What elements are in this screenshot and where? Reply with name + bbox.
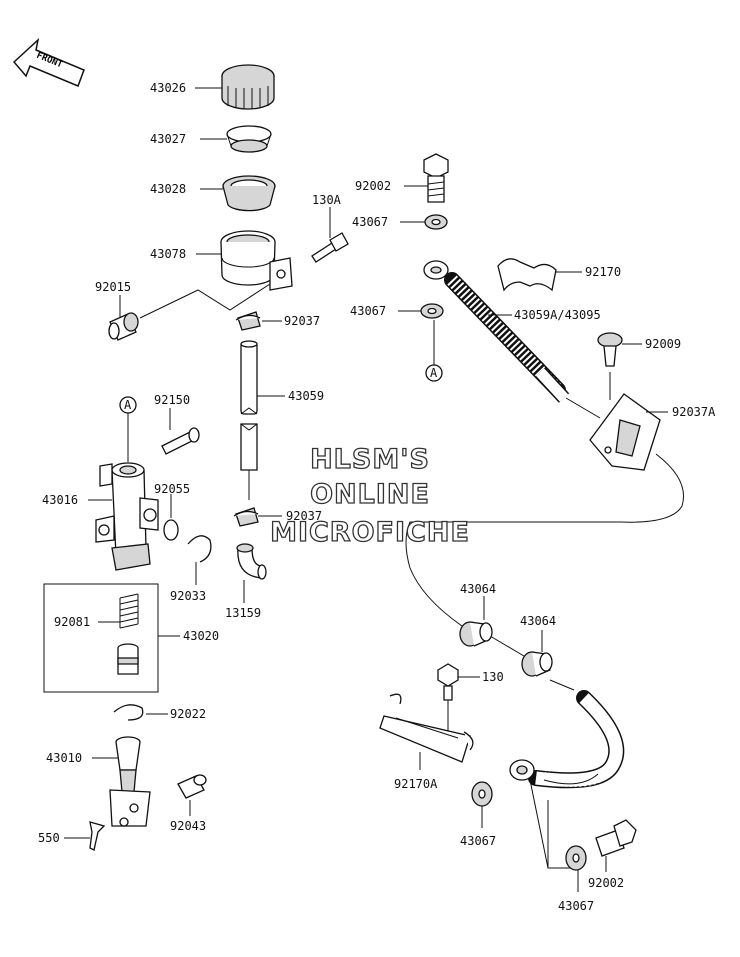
label-92033: 92033 bbox=[170, 589, 206, 603]
label-13159: 13159 bbox=[225, 606, 261, 620]
washer-43067-a bbox=[424, 214, 448, 230]
front-arrow-icon: FRONT bbox=[12, 37, 85, 87]
screw-92009 bbox=[597, 332, 623, 367]
clamp-92037-bottom bbox=[233, 507, 259, 527]
leader-lower bbox=[529, 779, 572, 869]
washer-43067-b bbox=[420, 303, 444, 319]
screw-130a bbox=[311, 232, 349, 263]
banjo-bolt-92002-top bbox=[423, 153, 449, 203]
label-92037-top: 92037 bbox=[284, 314, 320, 328]
circlip-92022 bbox=[113, 704, 144, 721]
label-92081: 92081 bbox=[54, 615, 90, 629]
label-130: 130 bbox=[482, 670, 504, 684]
label-92015: 92015 bbox=[95, 280, 131, 294]
watermark-line-3: MICROFICHE bbox=[270, 517, 470, 548]
label-130a: 130A bbox=[312, 193, 342, 207]
label-92009: 92009 bbox=[645, 337, 681, 351]
label-43028: 43028 bbox=[150, 182, 186, 196]
master-cylinder-43016 bbox=[95, 462, 159, 571]
grommet-43064-a bbox=[459, 621, 493, 647]
reservoir-tank bbox=[220, 230, 293, 291]
piston-kit-box bbox=[43, 583, 159, 693]
reservoir-cap bbox=[221, 64, 275, 110]
watermark-line-2: ONLINE bbox=[310, 479, 430, 510]
label-43016: 43016 bbox=[42, 493, 78, 507]
pin-92043 bbox=[177, 774, 207, 799]
callout-a-right: A bbox=[430, 366, 438, 380]
grommet-43064-b bbox=[521, 651, 553, 677]
label-92037a: 92037A bbox=[672, 405, 716, 419]
label-92037-bottom: 92037 bbox=[286, 509, 322, 523]
cap-plate bbox=[226, 125, 272, 153]
label-43059a-43095: 43059A/43095 bbox=[514, 308, 601, 322]
oring-92055 bbox=[163, 519, 179, 541]
bolt-130 bbox=[437, 663, 459, 701]
label-43078: 43078 bbox=[150, 247, 186, 261]
pushrod-43010 bbox=[109, 736, 151, 827]
label-43026: 43026 bbox=[150, 81, 186, 95]
washer-43067-c bbox=[471, 781, 493, 807]
label-43064-b: 43064 bbox=[520, 614, 556, 628]
bracket-92170a bbox=[379, 693, 474, 763]
label-43059: 43059 bbox=[288, 389, 324, 403]
label-43067-a: 43067 bbox=[352, 215, 388, 229]
diaphragm bbox=[222, 175, 276, 212]
label-92002-top: 92002 bbox=[355, 179, 391, 193]
banjo-bolt-92002-bottom bbox=[595, 819, 637, 857]
label-43027: 43027 bbox=[150, 132, 186, 146]
watermark-line-1: HLSM'S bbox=[310, 444, 430, 475]
banjo-fitting bbox=[423, 260, 449, 280]
label-92150: 92150 bbox=[154, 393, 190, 407]
label-43064-a: 43064 bbox=[460, 582, 496, 596]
label-92043: 92043 bbox=[170, 819, 206, 833]
label-43020: 43020 bbox=[183, 629, 219, 643]
elbow-13159 bbox=[236, 543, 267, 580]
cotter-pin-550 bbox=[89, 821, 106, 851]
label-43067-c: 43067 bbox=[460, 834, 496, 848]
hose-lower bbox=[509, 690, 625, 789]
clip-92170 bbox=[497, 258, 557, 292]
piston-part bbox=[117, 643, 139, 675]
grommet-92015 bbox=[108, 312, 139, 341]
hose-43059a bbox=[444, 272, 570, 403]
routing-line bbox=[405, 397, 684, 691]
washer-43067-d bbox=[565, 845, 587, 871]
label-550: 550 bbox=[38, 831, 60, 845]
label-92002-bottom: 92002 bbox=[588, 876, 624, 890]
hose-43059 bbox=[240, 340, 258, 500]
callout-a-left: A bbox=[124, 398, 132, 412]
bolt-92150 bbox=[161, 427, 200, 455]
label-43067-b: 43067 bbox=[350, 304, 386, 318]
label-43010: 43010 bbox=[46, 751, 82, 765]
spring-92081 bbox=[119, 593, 139, 629]
circlip-92033 bbox=[187, 535, 212, 563]
guide-92037a bbox=[589, 393, 661, 471]
label-92055: 92055 bbox=[154, 482, 190, 496]
label-92170a: 92170A bbox=[394, 777, 438, 791]
label-92022: 92022 bbox=[170, 707, 206, 721]
label-92170: 92170 bbox=[585, 265, 621, 279]
label-43067-d: 43067 bbox=[558, 899, 594, 913]
clamp-92037-top bbox=[235, 311, 261, 331]
